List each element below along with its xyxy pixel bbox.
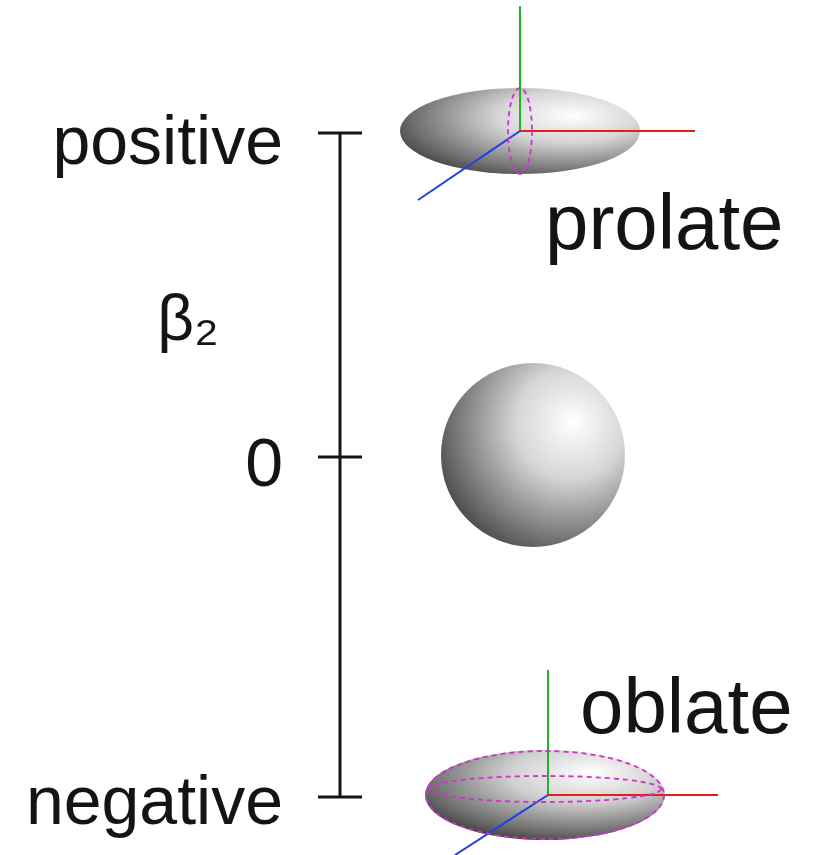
scale-value: positive [52,106,283,174]
z-axis [418,131,520,200]
scale-value: 0 [245,428,283,496]
scale-value: negative [26,766,283,834]
y-axis [519,6,521,131]
equator-section [429,776,661,802]
axis-title: β₂ [157,286,219,350]
x-axis [548,794,718,796]
sphere-body [441,363,625,547]
sphere [441,363,625,547]
shape-name: prolate [545,183,784,261]
scale-axis [339,133,342,797]
cross-section [426,751,664,839]
beta-scale [318,133,362,797]
y-axis [547,670,549,795]
tick-mark [318,132,362,135]
tick-mark [318,796,362,799]
shape-name: oblate [580,667,793,745]
prolate-ellipsoid [400,6,695,200]
cross-section [508,88,532,174]
x-axis [520,130,695,132]
tick-mark [318,456,362,459]
z-axis [455,795,548,855]
